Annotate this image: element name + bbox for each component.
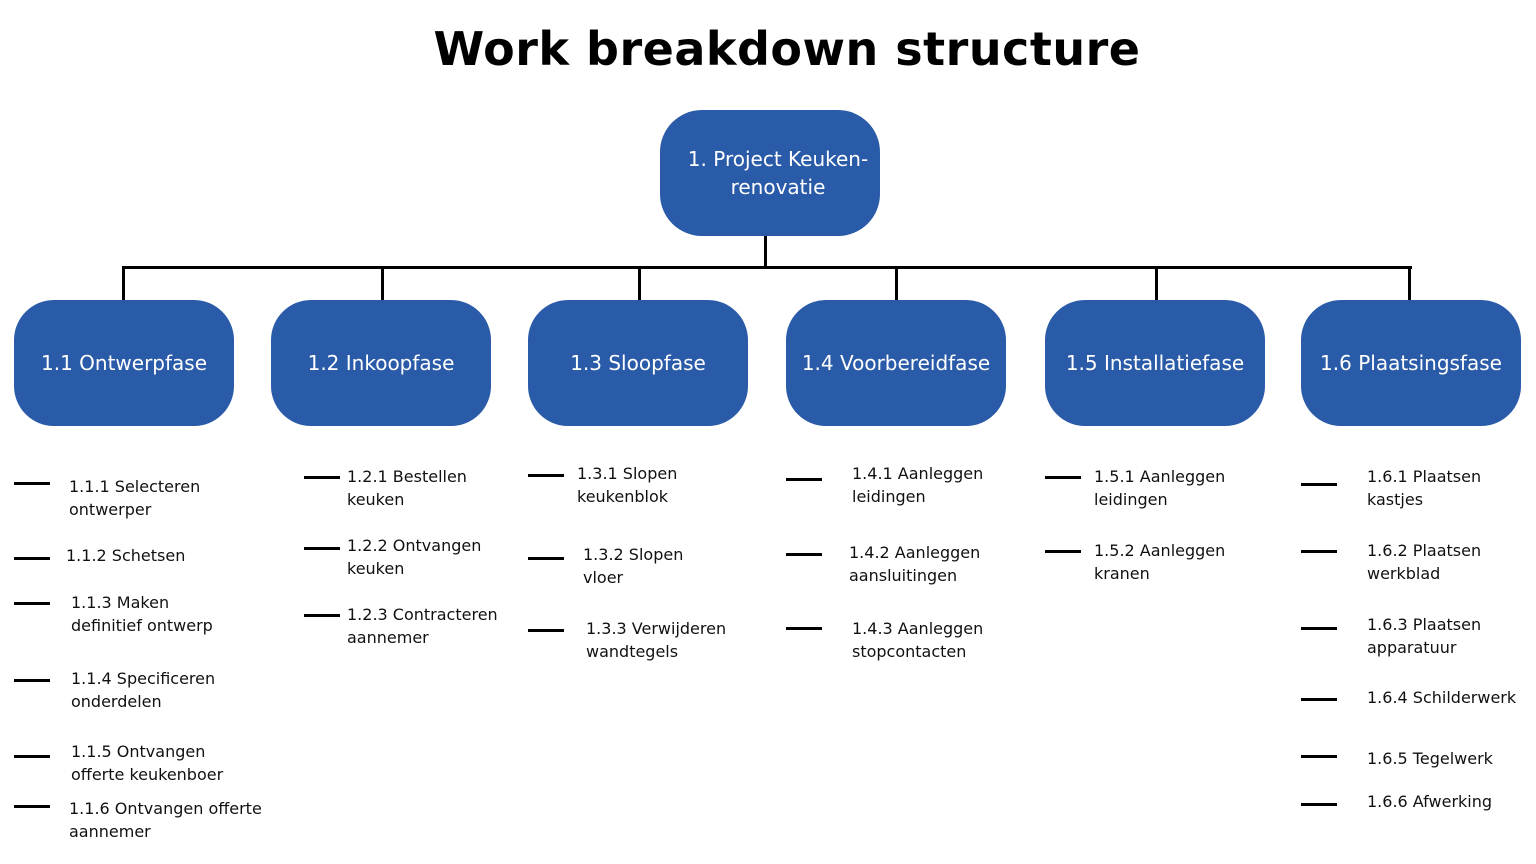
item-dash xyxy=(1045,476,1081,479)
phase-connector xyxy=(1408,266,1411,300)
item-dash xyxy=(786,553,822,556)
item-dash xyxy=(528,629,564,632)
diagram-title: Work breakdown structure xyxy=(433,22,1141,76)
phase-node-plaatsingsfase: 1.6 Plaatsingsfase xyxy=(1301,300,1521,426)
task-item: 1.1.3 Maken definitief ontwerp xyxy=(71,593,213,635)
item-dash xyxy=(14,482,50,485)
item-dash xyxy=(304,614,340,617)
task-item: 1.4.2 Aanleggen aansluitingen xyxy=(849,543,981,585)
item-dash xyxy=(14,602,50,605)
phase-label: 1.3 Sloopfase xyxy=(570,351,706,375)
phase-label: 1.5 Installatiefase xyxy=(1065,351,1245,375)
task-item: 1.5.1 Aanleggen leidingen xyxy=(1094,467,1226,509)
item-dash xyxy=(1301,483,1337,486)
task-item: 1.4.3 Aanleggen stopcontacten xyxy=(852,619,984,661)
phase-connector xyxy=(638,266,641,300)
horizontal-connector xyxy=(122,266,1412,269)
phase-connector xyxy=(122,266,125,300)
item-dash xyxy=(304,476,340,479)
item-dash xyxy=(1301,755,1337,758)
phase-node-inkoopfase: 1.2 Inkoopfase xyxy=(271,300,491,426)
item-dash xyxy=(1301,627,1337,630)
root-node-label: 1. Project Keuken- renovatie xyxy=(687,147,869,199)
phase-node-voorbereidfase: 1.4 Voorbereidfase xyxy=(786,300,1006,426)
item-dash xyxy=(786,478,822,481)
item-dash xyxy=(14,805,50,808)
task-item: 1.1.1 Selecteren ontwerper xyxy=(69,477,201,519)
item-dash xyxy=(14,755,50,758)
task-item: 1.5.2 Aanleggen kranen xyxy=(1094,541,1226,583)
task-item: 1.3.3 Verwijderen wandtegels xyxy=(586,619,727,661)
item-dash xyxy=(786,627,822,630)
item-dash xyxy=(304,547,340,550)
root-node: 1. Project Keuken- renovatie xyxy=(660,110,880,236)
task-item: 1.2.1 Bestellen keuken xyxy=(347,467,467,509)
item-dash xyxy=(1301,698,1337,701)
task-item: 1.1.5 Ontvangen offerte keukenboer xyxy=(71,742,224,784)
task-item: 1.2.3 Contracteren aannemer xyxy=(347,605,498,647)
task-item: 1.6.4 Schilderwerk xyxy=(1367,688,1517,707)
item-dash xyxy=(528,557,564,560)
phase-label: 1.1 Ontwerpfase xyxy=(40,351,208,375)
phase-label: 1.6 Plaatsingsfase xyxy=(1320,351,1502,375)
task-item: 1.4.1 Aanleggen leidingen xyxy=(852,464,984,506)
phase-node-installatiefase: 1.5 Installatiefase xyxy=(1045,300,1265,426)
phase-node-sloopfase: 1.3 Sloopfase xyxy=(528,300,748,426)
item-dash xyxy=(528,474,564,477)
phase-connector xyxy=(381,266,384,300)
phase-connector xyxy=(1155,266,1158,300)
task-item: 1.6.3 Plaatsen apparatuur xyxy=(1367,615,1482,657)
root-connector xyxy=(764,236,767,267)
task-item: 1.1.2 Schetsen xyxy=(66,546,186,565)
item-dash xyxy=(1045,550,1081,553)
phase-connector xyxy=(895,266,898,300)
item-dash xyxy=(14,679,50,682)
item-dash xyxy=(14,557,50,560)
phase-node-ontwerpfase: 1.1 Ontwerpfase xyxy=(14,300,234,426)
phase-label: 1.2 Inkoopfase xyxy=(307,351,455,375)
task-item: 1.3.2 Slopen vloer xyxy=(583,545,684,587)
task-item: 1.6.1 Plaatsen kastjes xyxy=(1367,467,1482,509)
item-dash xyxy=(1301,550,1337,553)
task-item: 1.3.1 Slopen keukenblok xyxy=(577,464,678,506)
phase-label: 1.4 Voorbereidfase xyxy=(801,351,991,375)
task-item: 1.6.5 Tegelwerk xyxy=(1367,749,1493,768)
task-item: 1.6.2 Plaatsen werkblad xyxy=(1367,541,1482,583)
item-dash xyxy=(1301,803,1337,806)
task-item: 1.6.6 Afwerking xyxy=(1367,792,1493,811)
task-item: 1.1.4 Specificeren onderdelen xyxy=(71,669,216,711)
task-item: 1.1.6 Ontvangen offerte aannemer xyxy=(69,799,262,841)
task-item: 1.2.2 Ontvangen keuken xyxy=(347,536,482,578)
